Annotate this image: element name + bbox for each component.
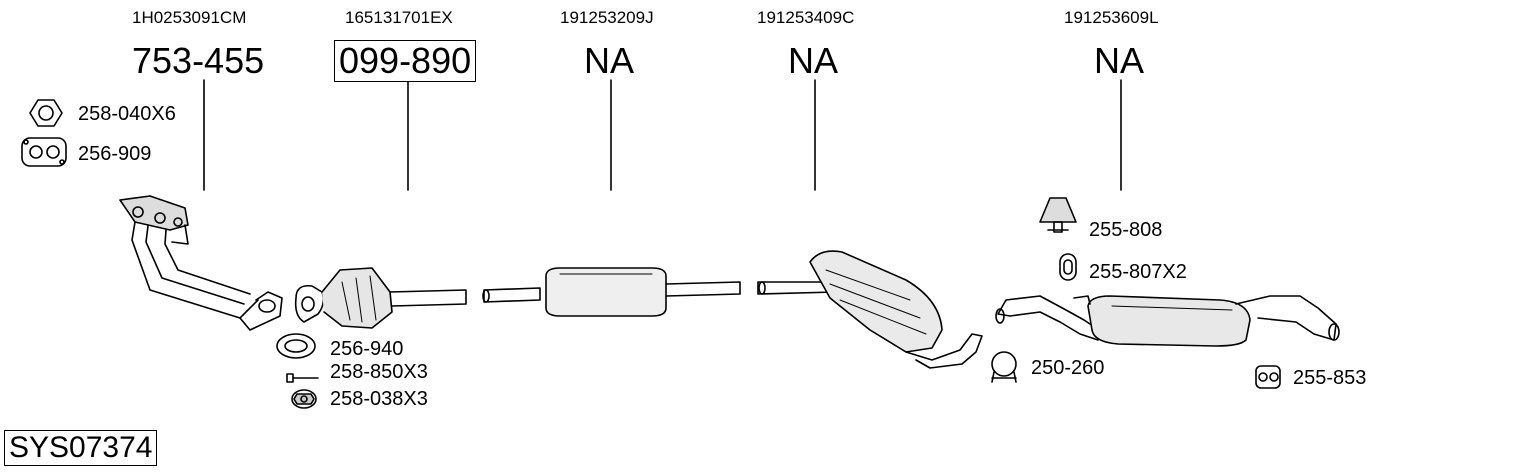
accessory-label-ring-gasket: 256-940 (330, 338, 404, 360)
oem-number-4: 191253409C (757, 8, 855, 27)
oem-number-1: 1H0253091CM (132, 8, 247, 27)
flange-gasket-icon (21, 137, 67, 167)
flange-nut-icon (291, 389, 317, 409)
accessory-label-rubber-ring: 255-807X2 (1089, 261, 1187, 283)
accessory-label-pipe-clamp: 250-260 (1031, 357, 1105, 379)
oem-number-5: 191253609L (1064, 8, 1159, 27)
rear-silencer-icon (995, 295, 1340, 347)
part-number-4: NA (788, 40, 839, 81)
part-number-3: NA (584, 40, 635, 81)
accessory-label-rubber-mount: 255-808 (1089, 219, 1163, 241)
leader-lines (203, 79, 1122, 191)
rubber-ring-icon (1059, 253, 1077, 281)
oem-number-2: 165131701EX (345, 8, 453, 27)
bolt-icon (286, 373, 319, 383)
hanger-icon (1255, 365, 1281, 389)
intermediate-silencer-icon (757, 250, 983, 369)
hex-nut-icon (29, 99, 63, 127)
accessory-label-flange-gasket: 256-909 (78, 143, 152, 165)
oem-number-3: 191253209J (560, 8, 654, 27)
accessory-label-hex-nut: 258-040X6 (78, 103, 176, 125)
accessory-label-hanger: 255-853 (1293, 367, 1367, 389)
part-number-1: 753-455 (132, 40, 265, 81)
catalytic-converter-icon (294, 267, 467, 329)
part-number-5: NA (1094, 40, 1145, 81)
accessory-label-bolt: 258-850X3 (330, 361, 428, 383)
accessory-label-flange-nut: 258-038X3 (330, 388, 428, 410)
system-code: SYS07374 (4, 430, 158, 466)
ring-gasket-icon (276, 333, 316, 359)
middle-silencer-icon (482, 267, 741, 317)
pipe-clamp-icon (991, 351, 1017, 383)
front-pipe-icon (119, 195, 283, 331)
rubber-mount-icon (1039, 197, 1077, 233)
part-number-2: 099-890 (334, 40, 477, 82)
